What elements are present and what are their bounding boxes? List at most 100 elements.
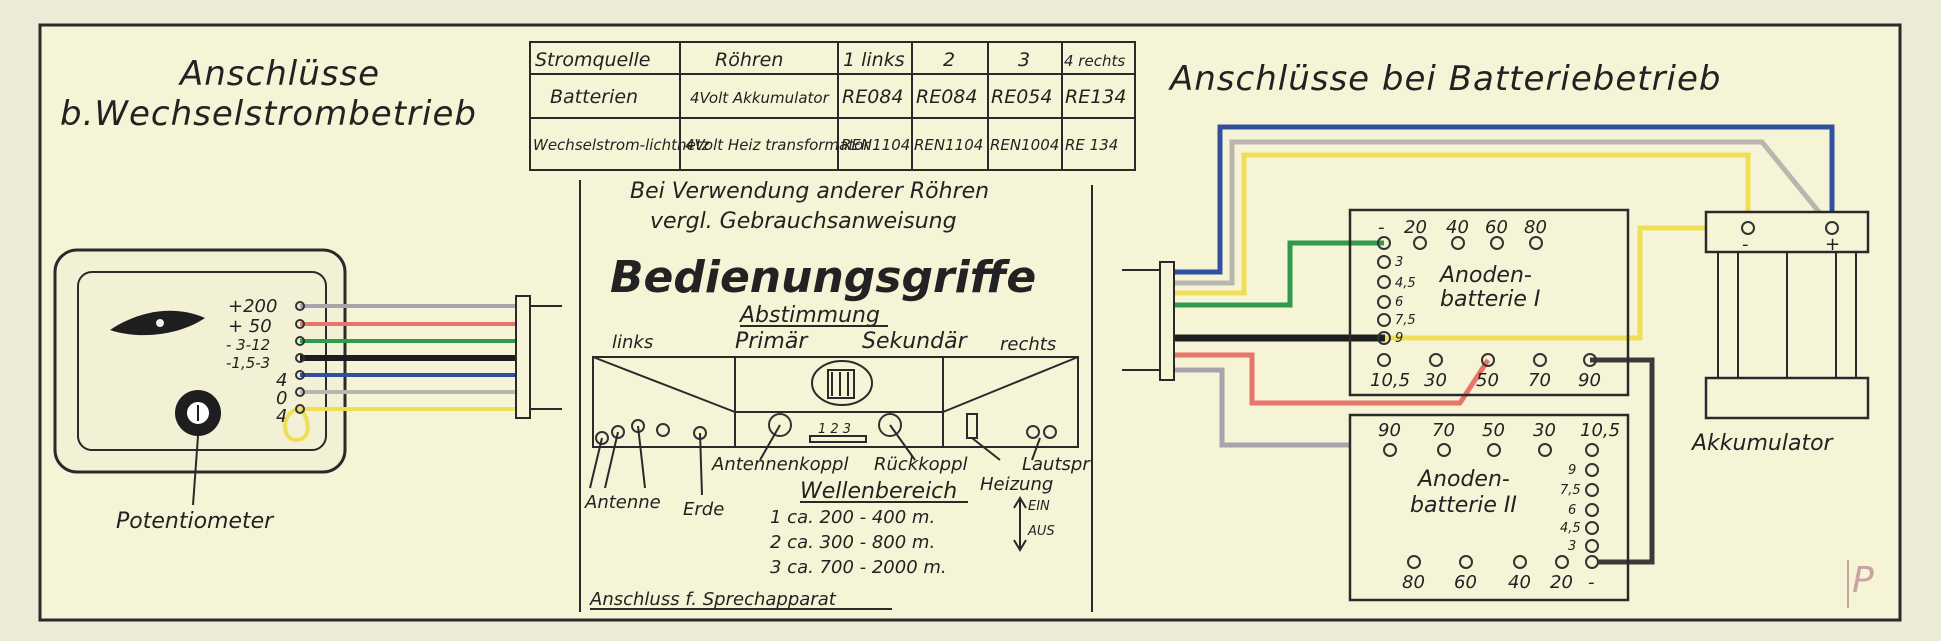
- ac-terminal-label-1: + 50: [228, 316, 272, 337]
- band-3: 3 ca. 700 - 2000 m.: [770, 557, 947, 578]
- battery2-name-2: batterie II: [1410, 493, 1517, 518]
- battery2-top-1: 70: [1432, 420, 1455, 441]
- ac-terminal-label-0: +200: [228, 296, 277, 317]
- accumulator-minus-label: -: [1742, 234, 1749, 255]
- battery2-top-3: 30: [1533, 420, 1556, 441]
- controls-title: Bedienungsgriffe: [610, 252, 1036, 303]
- primary-label: Primär: [735, 329, 809, 354]
- battery2-bottom-1: 60: [1454, 572, 1477, 593]
- table-cell-mains: Wechselstrom-lichtnetz: [533, 136, 711, 154]
- battery2-bottom-0: 80: [1402, 572, 1425, 593]
- right-label: rechts: [1000, 334, 1056, 355]
- antenna-socket-1: [595, 431, 609, 445]
- battery1-bottom-4: 90: [1578, 370, 1601, 391]
- table-cell-re084-a: RE084: [842, 86, 903, 108]
- ac-terminal-label-6: 4: [276, 406, 287, 427]
- anode-battery-2: [1348, 413, 1630, 602]
- antenna-socket-4: [656, 423, 670, 437]
- left-label: links: [612, 332, 653, 353]
- tuning-label: Abstimmung: [738, 303, 880, 328]
- antenna-label: Antenne: [584, 492, 661, 513]
- table-cell-re084-b: RE084: [916, 86, 977, 108]
- speaker-label: Lautspr: [1022, 454, 1091, 475]
- battery1-side-1: 4,5: [1395, 276, 1416, 291]
- battery1-top-2: 40: [1446, 217, 1469, 238]
- table-header-1: 1 links: [843, 49, 905, 71]
- battery2-bottom-4: -: [1588, 572, 1595, 593]
- heading-ac-line2: b.Wechselstrombetrieb: [60, 94, 477, 134]
- potentiometer-label: Potentiometer: [116, 509, 275, 534]
- battery1-bottom-1: 30: [1424, 370, 1447, 391]
- accumulator-minus-terminal: [1741, 221, 1755, 235]
- radio-front-panel: 1 2 3: [592, 356, 1079, 448]
- stamp-letter: P: [1852, 560, 1874, 601]
- battery2-side-2: 6: [1568, 503, 1576, 518]
- band-switch-marks: 1 2 3: [818, 422, 851, 437]
- battery1-top-4: 80: [1524, 217, 1547, 238]
- table-header-3: 3: [1018, 49, 1030, 71]
- battery1-top-1: 20: [1404, 217, 1427, 238]
- battery1-top-3: 60: [1485, 217, 1508, 238]
- ac-terminal-label-4: 4: [276, 370, 287, 391]
- tube-table: Stromquelle Röhren 1 links 2 3 4 rechts …: [529, 41, 1136, 171]
- battery2-top-4: 10,5: [1580, 420, 1620, 441]
- anode-battery-1: [1348, 208, 1630, 397]
- note-line1: Bei Verwendung anderer Röhren: [630, 179, 989, 204]
- tuning-dial: [811, 360, 873, 406]
- battery2-side-1: 7,5: [1560, 483, 1581, 498]
- battery2-name-1: Anoden-: [1416, 467, 1510, 492]
- battery1-bottom-0: 10,5: [1370, 370, 1410, 391]
- ac-cable-connector: [515, 295, 531, 419]
- band-switch: [809, 435, 867, 443]
- battery1-side-2: 6: [1395, 295, 1403, 310]
- table-cell-ren1004: REN1004: [990, 136, 1059, 154]
- battery1-side-3: 7,5: [1395, 313, 1416, 328]
- antenna-coupling-knob: [768, 413, 792, 437]
- battery2-top-2: 50: [1482, 420, 1505, 441]
- table-cell-re054: RE054: [991, 86, 1052, 108]
- ac-terminal-label-2: - 3-12: [226, 336, 270, 354]
- secondary-label: Sekundär: [862, 329, 969, 354]
- table-cell-ren1104-a: REN1104: [841, 136, 910, 154]
- ac-terminal-label-5: 0: [276, 388, 287, 409]
- speaker-socket-2: [1043, 425, 1057, 439]
- table-header-source: Stromquelle: [535, 49, 651, 71]
- battery2-top-0: 90: [1378, 420, 1401, 441]
- table-cell-re134-b: RE 134: [1065, 136, 1118, 154]
- table-header-2: 2: [943, 49, 955, 71]
- battery2-bottom-3: 20: [1550, 572, 1573, 593]
- ac-wiring: [283, 295, 562, 443]
- earth-label: Erde: [683, 499, 724, 520]
- ac-power-unit: [53, 248, 347, 506]
- band-2: 2 ca. 300 - 800 m.: [770, 532, 935, 553]
- battery2-bottom-2: 40: [1508, 572, 1531, 593]
- phone-connection-label: Anschluss f. Sprechapparat: [589, 589, 837, 610]
- band-1: 1 ca. 200 - 400 m.: [770, 507, 935, 528]
- speaker-socket-1: [1026, 425, 1040, 439]
- battery1-name-1: Anoden-: [1438, 263, 1532, 288]
- battery1-side-0: 3: [1395, 255, 1403, 270]
- battery1-name-2: batterie I: [1440, 287, 1540, 312]
- heating-off-label: AUS: [1027, 524, 1055, 539]
- battery2-side-3: 4,5: [1560, 521, 1581, 536]
- antenna-coupling-label: Antennenkoppl: [711, 454, 848, 475]
- accumulator-label: Akkumulator: [1690, 431, 1835, 456]
- battery2-side-4: 3: [1568, 539, 1576, 554]
- feedback-coupling-knob: [878, 413, 902, 437]
- note-line2: vergl. Gebrauchsanweisung: [650, 209, 957, 234]
- feedback-coupling-label: Rückkoppl: [874, 454, 968, 475]
- table-cell-transformer: 4Volt Heiz transformator: [685, 136, 870, 154]
- heading-ac-line1: Anschlüsse: [178, 54, 380, 94]
- table-cell-re134: RE134: [1065, 86, 1126, 108]
- battery1-bottom-3: 70: [1528, 370, 1551, 391]
- antenna-socket-2: [611, 425, 625, 439]
- stamp: P: [1847, 560, 1874, 608]
- battery1-bottom-2: 50: [1476, 370, 1499, 391]
- ac-terminal-label-3: -1,5-3: [226, 354, 270, 372]
- battery1-side-4: 9: [1395, 331, 1403, 346]
- table-cell-ren1104-b: REN1104: [914, 136, 983, 154]
- table-header-tubes: Röhren: [715, 49, 783, 71]
- heating-label: Heizung: [980, 474, 1053, 495]
